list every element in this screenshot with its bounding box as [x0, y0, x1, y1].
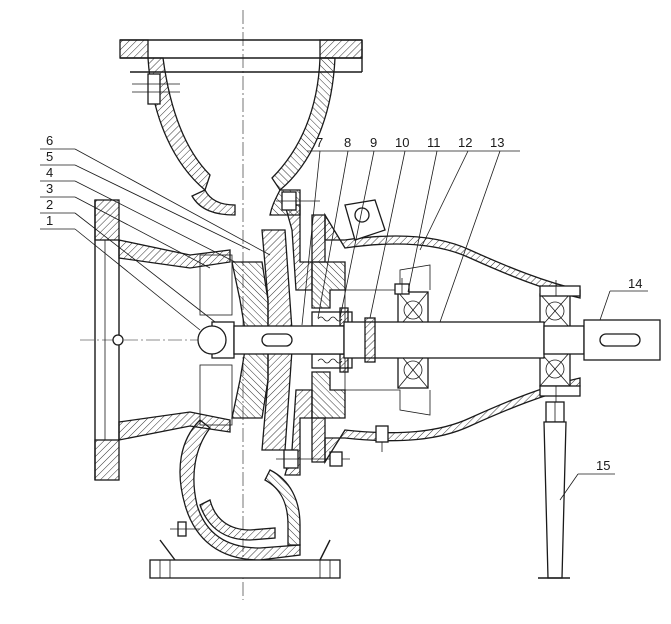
seal-chamber-lower	[311, 371, 346, 419]
casing-foot	[149, 539, 341, 579]
impeller-front-shroud-lower	[231, 349, 269, 419]
casing-bolt-upper	[276, 191, 320, 211]
impeller-eye-lower	[199, 364, 233, 426]
suction-bolt-hole	[112, 334, 124, 346]
foot-bolt	[170, 521, 200, 537]
label-part-7: 7	[316, 135, 323, 150]
impeller-front-shroud	[231, 261, 269, 331]
bracket-flange-upper	[311, 214, 326, 263]
rear-bearing-cover	[539, 280, 581, 402]
shaft-spacer-collar	[364, 317, 376, 363]
casing-bolt-lower	[276, 449, 350, 469]
volute-lower-inner	[199, 499, 276, 541]
label-part-1: 1	[46, 213, 53, 228]
flange-bolt	[132, 73, 180, 105]
label-part-4: 4	[46, 165, 53, 180]
impeller-nut	[197, 321, 235, 359]
label-part-10: 10	[395, 135, 409, 150]
label-part-13: 13	[490, 135, 504, 150]
label-part-2: 2	[46, 197, 53, 212]
label-part-14: 14	[628, 276, 642, 291]
label-part-12: 12	[458, 135, 472, 150]
volute-lower-right-wall	[264, 469, 301, 546]
suction-inlet-upper-wall	[118, 239, 231, 269]
label-part-5: 5	[46, 149, 53, 164]
bracket-flange-lower	[311, 417, 326, 463]
pump-cover-upper	[284, 204, 313, 291]
seal-chamber-upper	[311, 261, 346, 309]
discharge-flange	[119, 39, 363, 73]
bracket-inner-rib-lower	[344, 389, 431, 418]
discharge-nozzle-right-wall	[271, 57, 336, 191]
volute-lower-left-wall	[179, 419, 301, 561]
front-bearing-cap-bolt	[394, 278, 410, 295]
bracket-inner-rib-upper	[344, 262, 431, 291]
label-part-6: 6	[46, 133, 53, 148]
support-leg	[538, 401, 570, 579]
leader-lines	[40, 148, 648, 501]
label-part-11: 11	[427, 135, 441, 150]
rear-bearing	[539, 293, 571, 387]
suction-flange	[94, 199, 120, 481]
lifting-lug	[344, 199, 386, 241]
label-part-15: 15	[596, 458, 610, 473]
label-part-9: 9	[370, 135, 377, 150]
volute-upper-left	[191, 189, 236, 216]
label-part-8: 8	[344, 135, 351, 150]
discharge-nozzle-left-wall	[147, 57, 211, 192]
drain-plug	[375, 425, 389, 452]
impeller-eye-upper	[199, 254, 233, 316]
suction-inlet-lower-wall	[118, 411, 231, 441]
label-part-3: 3	[46, 181, 53, 196]
mechanical-seal	[311, 307, 353, 373]
pump-shaft	[233, 319, 661, 361]
